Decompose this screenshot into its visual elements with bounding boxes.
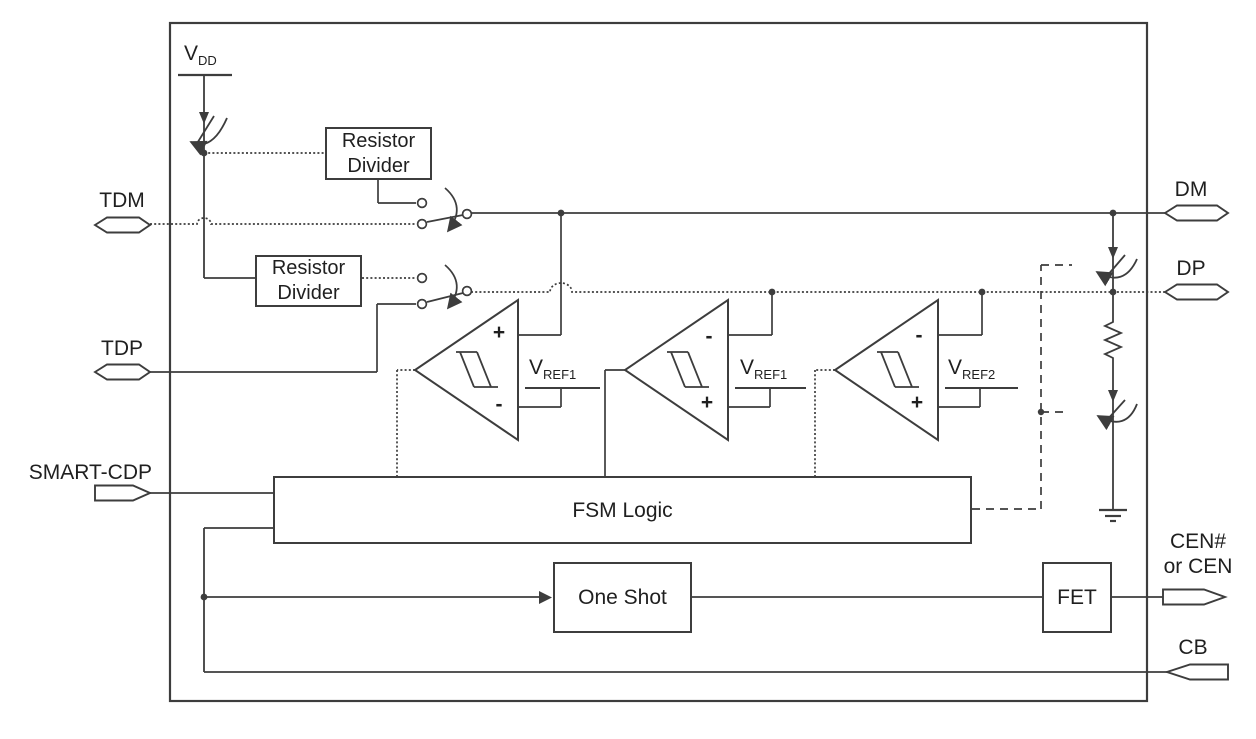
smart-cdp-pin-label: SMART-CDP <box>28 461 152 484</box>
vdd-label-sub: DD <box>198 53 217 69</box>
resistor-divider-top-label-line2: Divider <box>347 154 410 177</box>
resistor-divider-top-label-line1: Resistor <box>341 129 416 152</box>
junction-dot <box>768 288 776 296</box>
switch-lower-icon <box>1096 390 1138 431</box>
resistor-divider-bottom-label-line2: Divider <box>277 282 340 304</box>
tdp-pin <box>93 363 152 381</box>
resistor-icon <box>1102 318 1124 362</box>
tdp-pin-label: TDP <box>101 337 143 360</box>
ground-icon <box>1099 508 1127 523</box>
comparator-1-vref-label: VREF1 <box>529 356 577 383</box>
comparator-2-bottom-sign: + <box>700 391 714 414</box>
comparator-3 <box>814 295 1018 476</box>
comparator-1-bottom-sign: - <box>495 393 503 416</box>
comparator-1 <box>396 216 600 476</box>
cen-pin-label-line1: CEN# <box>1169 530 1227 553</box>
cb-pin-label: CB <box>1178 636 1208 659</box>
resistor-divider-top-block: Resistor Divider <box>325 127 432 180</box>
dm-switch-icon <box>416 187 473 233</box>
junction-dot <box>557 209 565 217</box>
tdp-wire <box>150 303 416 373</box>
fsm-logic-label: FSM Logic <box>572 498 673 522</box>
cen-pin-label-line2: or CEN <box>1163 555 1233 578</box>
resistor-divider-bottom-block: Resistor Divider <box>255 255 362 307</box>
smart-cdp-pin <box>94 484 153 502</box>
switch-upper-icon <box>1095 247 1138 287</box>
vdd-label: VDD <box>184 42 217 69</box>
hysteresis-icon <box>667 351 709 388</box>
dm-pin <box>1163 204 1230 222</box>
comparator-2-vref-label: VREF1 <box>740 356 788 383</box>
fsm-control-dashed-wire <box>972 264 1072 510</box>
one-shot-label: One Shot <box>578 586 667 609</box>
comparator-2 <box>604 295 806 476</box>
vdd-rail <box>178 73 255 279</box>
cb-pin <box>1163 663 1229 681</box>
resistor-divider-top-wires <box>204 152 416 204</box>
fet-block: FET <box>1042 562 1112 633</box>
comparator-2-top-sign: - <box>705 325 713 348</box>
fsm-left-output-wire <box>200 527 273 672</box>
junction-dot <box>1037 408 1045 416</box>
one-shot-block: One Shot <box>553 562 692 633</box>
resistor-divider-bottom-label-line1: Resistor <box>271 257 346 279</box>
pulldown-branch <box>1095 213 1138 523</box>
cen-pin <box>1162 588 1228 606</box>
tdm-pin <box>93 216 152 234</box>
one-shot-input-wire <box>204 591 552 604</box>
hysteresis-icon <box>456 351 498 388</box>
dp-wire <box>471 282 1165 296</box>
arrowhead-icon <box>539 591 552 604</box>
dp-pin <box>1163 283 1230 301</box>
fet-label: FET <box>1057 586 1097 609</box>
chip-boundary <box>168 21 1149 703</box>
comparator-1-top-sign: + <box>492 321 506 344</box>
junction-dot <box>978 288 986 296</box>
comparator-3-top-sign: - <box>915 324 923 347</box>
vdd-label-base: V <box>184 42 199 65</box>
comparator-3-vref-label: VREF2 <box>948 356 996 383</box>
hysteresis-icon <box>877 351 919 388</box>
dm-pin-label: DM <box>1174 178 1208 201</box>
cen-pin-label: CEN# or CEN <box>1146 529 1250 579</box>
dp-pin-label: DP <box>1176 257 1206 280</box>
tdm-wire <box>150 217 416 225</box>
comparator-3-bottom-sign: + <box>910 391 924 414</box>
tdm-pin-label: TDM <box>99 189 145 212</box>
dm-wire <box>471 209 1165 217</box>
dp-switch-icon <box>416 264 473 310</box>
fsm-logic-block: FSM Logic <box>273 476 972 544</box>
vdd-switch-icon <box>189 112 228 156</box>
